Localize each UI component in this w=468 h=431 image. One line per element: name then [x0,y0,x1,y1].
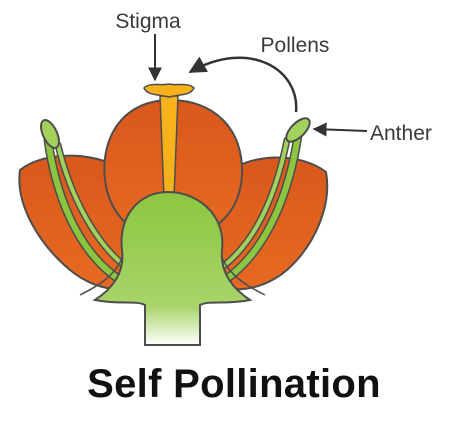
labels: Stigma Pollens Anther [115,10,432,145]
style [159,95,179,199]
pollens-arrow [188,56,298,113]
stigma-label: Stigma [115,10,181,33]
right-anther [285,117,311,143]
anther-pointer [312,122,368,137]
right-filament-2-fill [216,138,289,272]
stamens [40,117,311,285]
receptacle [79,190,266,346]
anther-label: Anther [370,122,432,145]
left-anther [40,119,60,149]
left-filament-fill [45,137,123,283]
right-filament-fill [222,132,301,283]
sepal-left [79,257,123,296]
sepal-right [221,257,266,296]
receptacle-body [92,190,253,346]
diagram-title: Self Pollination [87,362,381,406]
left-filament-2-fill [56,143,132,272]
stigma-top [143,83,195,98]
pollens-label: Pollens [261,34,330,57]
